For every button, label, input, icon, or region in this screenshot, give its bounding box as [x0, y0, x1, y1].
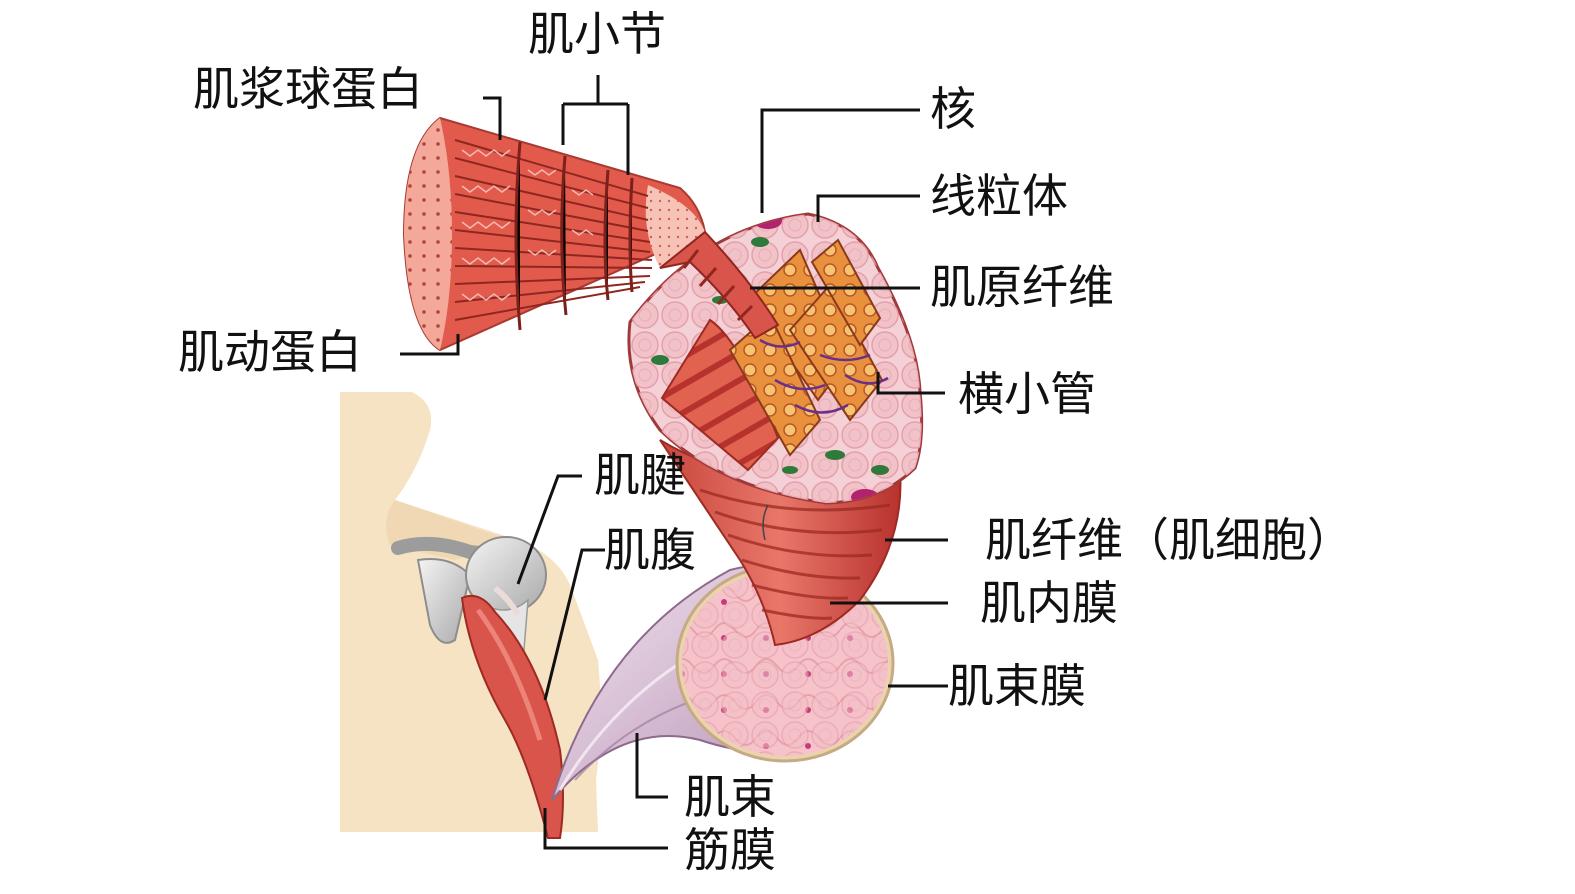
label-endomysium: 肌内膜 — [980, 576, 1118, 630]
biceps-muscle — [460, 594, 564, 839]
t-tubule-rings — [759, 338, 889, 414]
arm-illustration — [340, 392, 601, 839]
biceps-highlight — [475, 608, 543, 741]
label-fascicle: 肌束 — [684, 770, 776, 824]
label-actin: 肌动蛋白 — [178, 325, 362, 379]
leader-muscle-belly — [543, 548, 605, 701]
label-mitochondria: 线粒体 — [930, 169, 1068, 223]
leader-fascicle — [635, 733, 668, 799]
leader-actin — [400, 334, 460, 356]
leader-fascia — [543, 808, 668, 850]
biceps-tendon — [493, 585, 521, 617]
label-myosin: 肌浆球蛋白 — [193, 62, 423, 116]
fan-filaments — [454, 139, 653, 321]
leader-myosin — [483, 96, 502, 140]
leader-tendon — [516, 474, 582, 585]
sarcomere-z-lines — [514, 141, 634, 331]
leader-nucleus — [760, 108, 920, 213]
label-muscle-fiber: 肌纤维（肌细胞） — [985, 513, 1353, 567]
myosin-chevrons — [461, 149, 594, 301]
leader-mitochondria — [816, 194, 920, 222]
label-fascia: 筋膜 — [684, 823, 776, 877]
fiber-bands — [699, 488, 891, 620]
scapula-bone — [416, 558, 472, 644]
label-myofibril: 肌原纤维 — [930, 260, 1114, 314]
leader-sarcomere — [561, 75, 630, 175]
leader-t-tubule — [876, 372, 945, 395]
endomysium-strand — [762, 504, 769, 541]
label-t-tubule: 横小管 — [958, 367, 1096, 421]
label-perimysium: 肌束膜 — [948, 659, 1086, 713]
leader-lines — [400, 75, 948, 850]
label-tendon: 肌腱 — [594, 448, 686, 502]
labels: 肌小节 肌浆球蛋白 肌动蛋白 核 线粒体 肌原纤维 横小管 肌腱 肌腹 肌纤维（… — [178, 7, 1353, 877]
label-sarcomere: 肌小节 — [528, 7, 666, 61]
label-nucleus: 核 — [930, 82, 976, 136]
label-muscle-belly: 肌腹 — [604, 523, 696, 577]
myofibril-fan — [402, 116, 780, 352]
